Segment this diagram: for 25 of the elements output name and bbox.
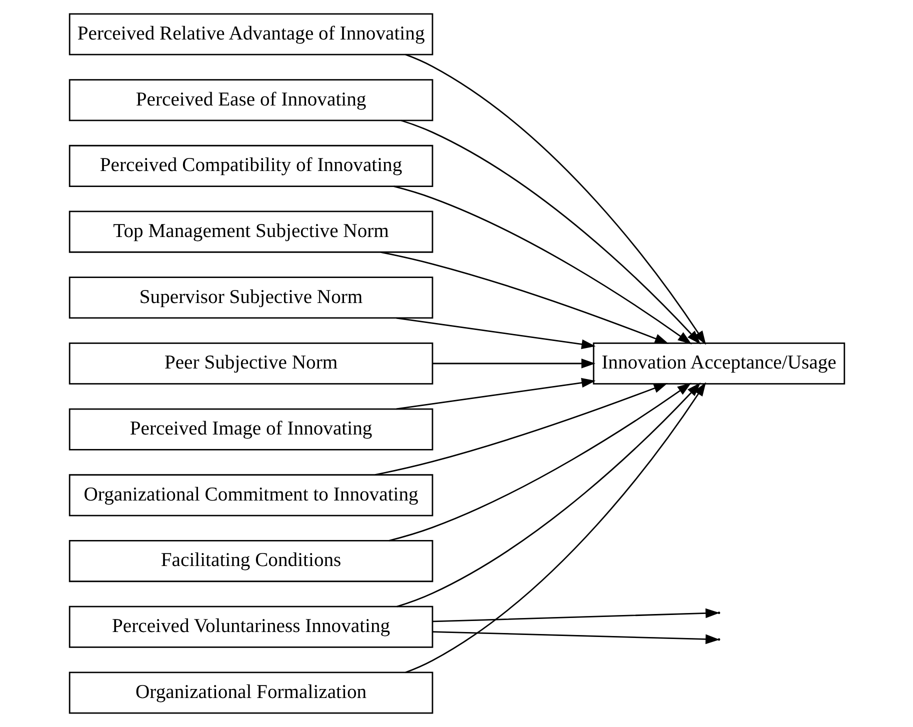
arrow <box>432 608 720 622</box>
arrow <box>400 120 700 344</box>
node-box: Perceived Compatibility of Innovating <box>68 144 433 187</box>
arrow <box>396 378 596 410</box>
arrow <box>388 382 691 542</box>
arrow <box>432 358 595 368</box>
node-box: Perceived Voluntariness Innovating <box>68 606 433 648</box>
node-box: Supervisor Subjective Norm <box>68 276 433 319</box>
node-box: Innovation Acceptance/Usage <box>592 342 845 385</box>
arrow <box>396 317 596 350</box>
node-box: Perceived Image of Innovating <box>68 408 433 450</box>
node-box: Organizational Commitment to Innovating <box>68 474 433 516</box>
node-box: Perceived Relative Advantage of Innovating <box>68 13 433 56</box>
node-box: Organizational Formalization <box>68 672 433 714</box>
node-box: Top Management Subjective Norm <box>68 210 433 253</box>
node-box: Perceived Ease of Innovating <box>68 79 433 122</box>
arrow <box>396 382 700 608</box>
arrow <box>393 186 692 344</box>
node-box: Peer Subjective Norm <box>68 342 433 385</box>
arrow <box>374 383 668 476</box>
arrow <box>432 631 720 644</box>
node-box: Facilitating Conditions <box>68 540 433 582</box>
arrow <box>404 382 706 674</box>
arrow <box>404 54 706 345</box>
arrow <box>380 252 668 344</box>
